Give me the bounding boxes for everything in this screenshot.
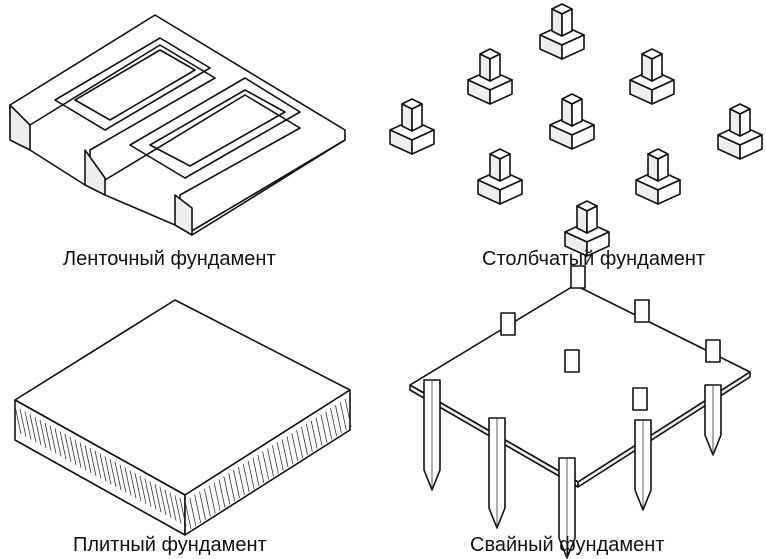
pile [423, 379, 441, 491]
pile-head [705, 339, 721, 363]
column-footing [564, 200, 610, 257]
column-footing [629, 48, 675, 105]
label-slab-foundation: Плитный фундамент [73, 534, 267, 556]
pile-head [570, 265, 586, 289]
column-footing [389, 98, 435, 155]
pile [558, 457, 576, 559]
pile-head [634, 299, 650, 323]
column-footing [717, 103, 763, 160]
strip-foundation-drawing [9, 14, 346, 236]
pile [704, 384, 722, 456]
pile-head [564, 349, 580, 373]
pile [488, 417, 506, 529]
pile-foundation-drawing [409, 265, 751, 559]
label-pile-foundation: Свайный фундамент [470, 534, 665, 556]
column-footing [477, 148, 523, 205]
label-column-foundation: Столбчатый фундамент [482, 248, 706, 270]
pile-head [632, 387, 648, 411]
column-footing [635, 148, 681, 205]
column-footing [549, 93, 595, 150]
pile [634, 419, 652, 511]
slab-foundation-drawing [14, 299, 352, 536]
column-footing [539, 3, 585, 60]
column-footing [467, 48, 513, 105]
column-foundation-drawing [389, 3, 763, 257]
pile-head [500, 312, 516, 336]
label-strip-foundation: Ленточный фундамент [63, 248, 276, 270]
